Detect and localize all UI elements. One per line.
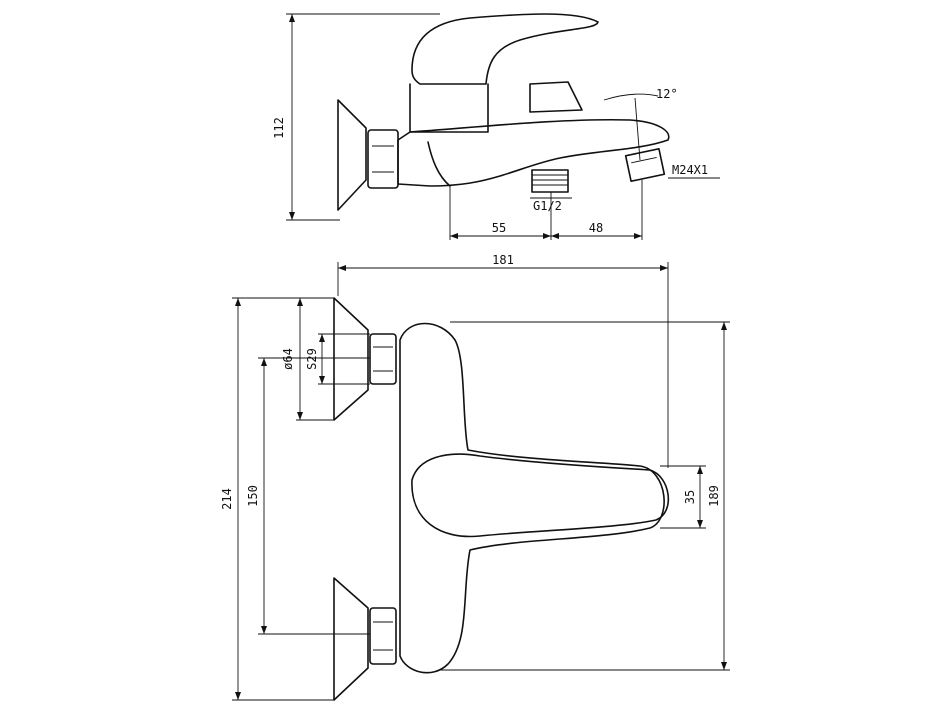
angle-ref-line [634,97,641,161]
upper-rosette [333,297,369,421]
dim-55-48 [449,180,643,240]
nut-size-label: S29 [305,348,319,370]
side-view: 112 12° M24X1 G1/2 55 48 [272,13,720,240]
body-depth-label: 189 [707,485,721,507]
right-offset-label: 48 [589,221,603,235]
angle-arc [603,93,659,101]
overall-width-label: 181 [492,253,514,267]
dim-nut-size [318,333,370,385]
lower-hex-nut [369,607,397,665]
dim-112 [286,13,440,221]
side-cartridge-cap [409,83,489,133]
top-lever [411,453,670,538]
side-diverter-knob [529,81,583,113]
dim-189 [440,321,730,671]
dim-214 [232,297,334,701]
top-view: 181 ø64 S29 214 150 189 35 [220,253,730,701]
side-lever-handle [411,13,599,85]
thread-label: M24X1 [672,163,708,177]
height-label: 112 [272,117,286,139]
side-aerator [624,147,666,183]
lower-rosette [333,577,369,701]
side-hex-nut [367,129,399,189]
dim-35 [660,465,706,529]
rosette-diameter-label: ø64 [281,348,295,370]
dim-181 [337,262,669,468]
dim-150 [258,357,370,635]
top-body [399,322,665,674]
spout-width-label: 35 [683,490,697,504]
upper-hex-nut [369,333,397,385]
side-body-detail [427,141,451,187]
left-offset-label: 55 [492,221,506,235]
center-distance-label: 150 [246,485,260,507]
side-inlet-thread [531,169,569,193]
total-height-label: 214 [220,488,234,510]
side-body-spout [397,118,670,187]
inlet-label: G1/2 [533,199,562,213]
side-wall-rosette [337,99,367,211]
angle-label: 12° [656,87,678,101]
